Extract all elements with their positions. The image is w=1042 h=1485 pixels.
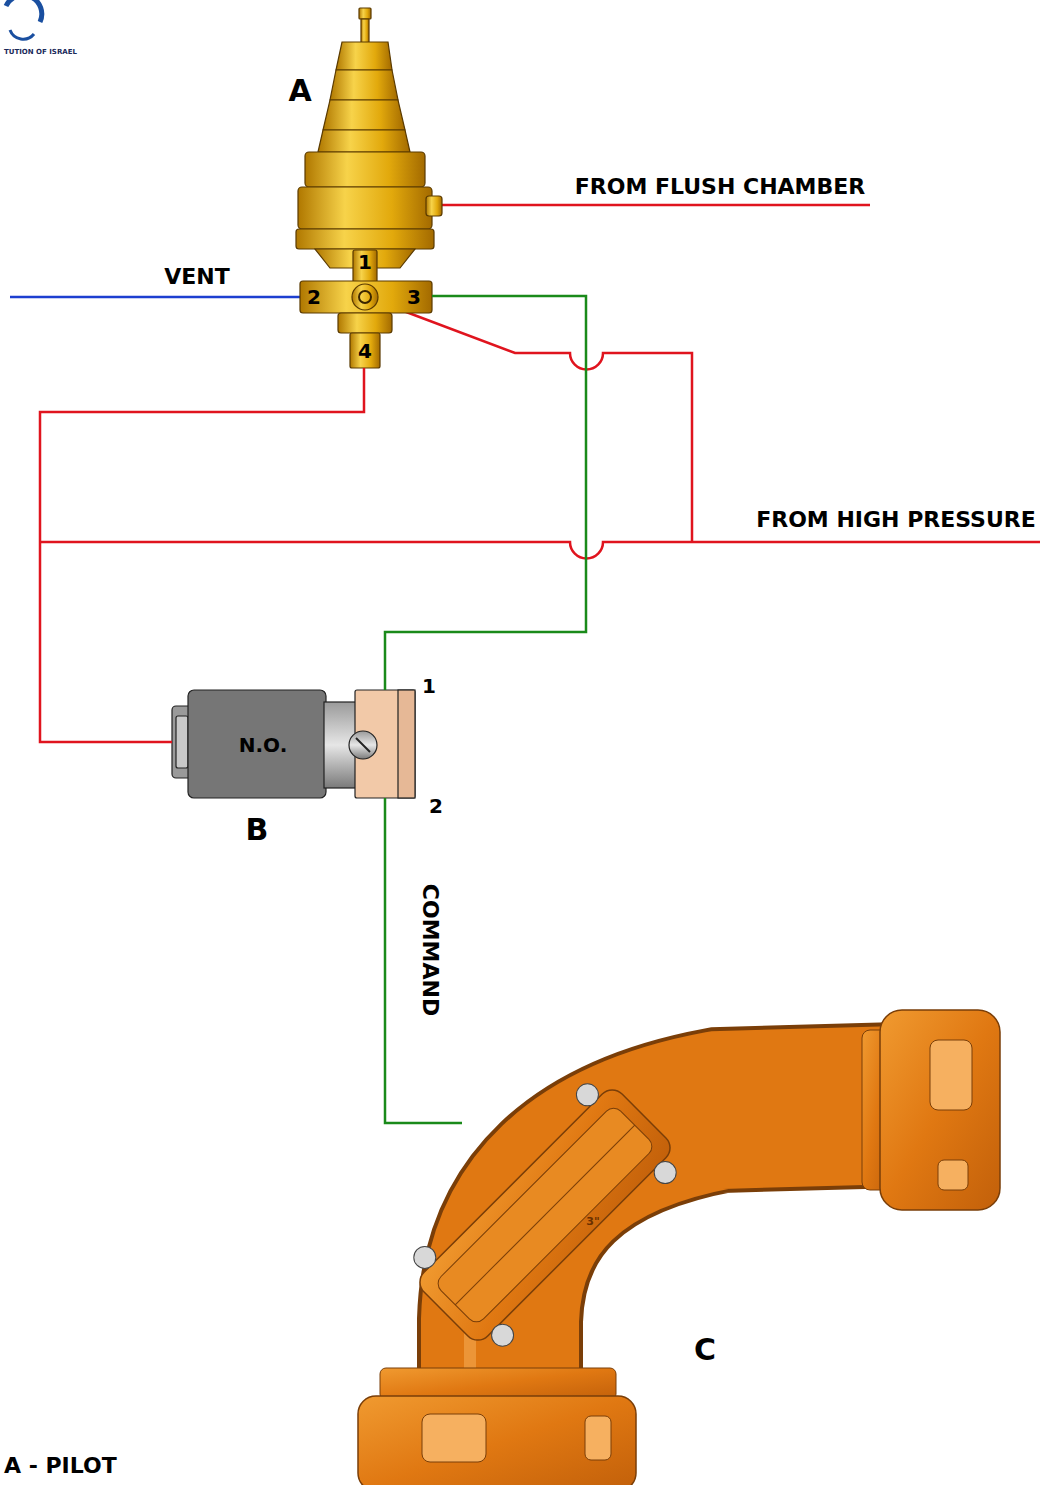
solenoid-illustration bbox=[172, 690, 415, 798]
solenoid-valve: N.O.B bbox=[172, 690, 415, 798]
port-number: 2 bbox=[307, 286, 321, 309]
line-label: COMMAND bbox=[417, 884, 442, 1016]
pilot-illustration bbox=[296, 8, 442, 368]
pilot-valve: A bbox=[298, 8, 432, 368]
line-label: FROM HIGH PRESSURE bbox=[756, 507, 1036, 532]
port-number: 2 bbox=[429, 795, 443, 818]
control-valve: C bbox=[462, 1005, 1002, 1475]
port-number: 3 bbox=[407, 286, 421, 309]
pipe-lines bbox=[10, 205, 1040, 559]
legend-caption: A - PILOT bbox=[4, 1453, 117, 1478]
text-label: A bbox=[288, 74, 311, 109]
control-valve-illustration bbox=[358, 1010, 1000, 1485]
logo-text: TUTION OF ISRAEL bbox=[4, 48, 77, 56]
line-label: FROM FLUSH CHAMBER bbox=[575, 174, 865, 199]
part-letter: C bbox=[694, 1333, 716, 1368]
port-number: 1 bbox=[422, 675, 436, 698]
size-mark: 3" bbox=[586, 1216, 599, 1229]
port-number: 1 bbox=[358, 251, 372, 274]
line-label: VENT bbox=[164, 264, 229, 289]
logo bbox=[6, 0, 42, 39]
pipe-connector bbox=[385, 798, 462, 1123]
pipe-connector bbox=[385, 296, 586, 690]
part-letter: B bbox=[246, 813, 269, 848]
pipe-connector bbox=[40, 368, 364, 742]
mode-label: N.O. bbox=[239, 734, 288, 757]
port-number: 4 bbox=[358, 340, 372, 363]
